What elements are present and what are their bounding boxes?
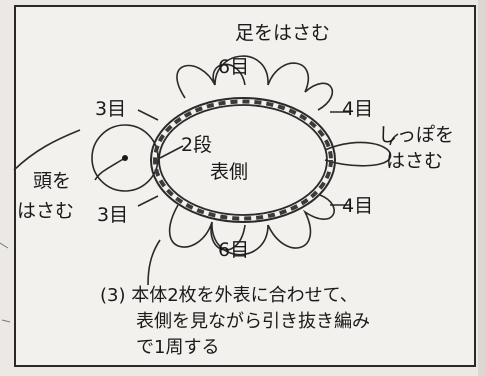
diagram-frame [14,5,476,367]
label-head-line2: はさむ [17,200,75,222]
stitch-ring [153,99,333,221]
upper-center-foot [214,55,269,86]
lower-right-foot [267,194,335,249]
label-feet: 足をはさむ [235,22,331,44]
pointer-tail [389,133,399,146]
label-front: 表側 [210,161,249,183]
label-head-line1: 頭を [33,170,72,192]
lower-center-foot [211,221,269,256]
caption-line1: (3) 本体2枚を外表に合わせて、 [100,285,358,306]
pointer-2dan [159,145,184,159]
caption-line3: で1周する [136,337,220,358]
label-top-count: 6目 [218,56,250,78]
label-right-top-count: 4目 [342,98,374,120]
tail-loop [324,141,392,167]
label-right-bottom-count: 4目 [342,195,374,217]
margin-mark [1,319,11,323]
head-circle [91,124,159,192]
label-tail-line1: しっぽを [378,124,455,146]
pointer-3-bottom [137,195,159,207]
margin-mark [0,242,9,249]
body-outer [150,97,336,223]
pointer-3-top [137,109,159,121]
caption-line2: 表側を見ながら引き抜き編み [136,311,370,332]
head-point [122,155,128,161]
caption: (3) 本体2枚を外表に合わせて、 表側を見ながら引き抜き編み で1周する [100,283,460,361]
body-inner [158,104,328,216]
pointer-left [13,129,81,171]
pointer-head [94,157,126,181]
label-left-bottom-count: 3目 [97,204,129,226]
label-bottom-count: 6目 [218,239,250,261]
page-edge [478,0,485,376]
pointer-caption [147,239,161,286]
label-round: 2段 [181,134,213,156]
label-tail-line2: はさむ [386,150,444,172]
upper-right-foot [267,62,334,111]
label-left-top-count: 3目 [95,98,127,120]
